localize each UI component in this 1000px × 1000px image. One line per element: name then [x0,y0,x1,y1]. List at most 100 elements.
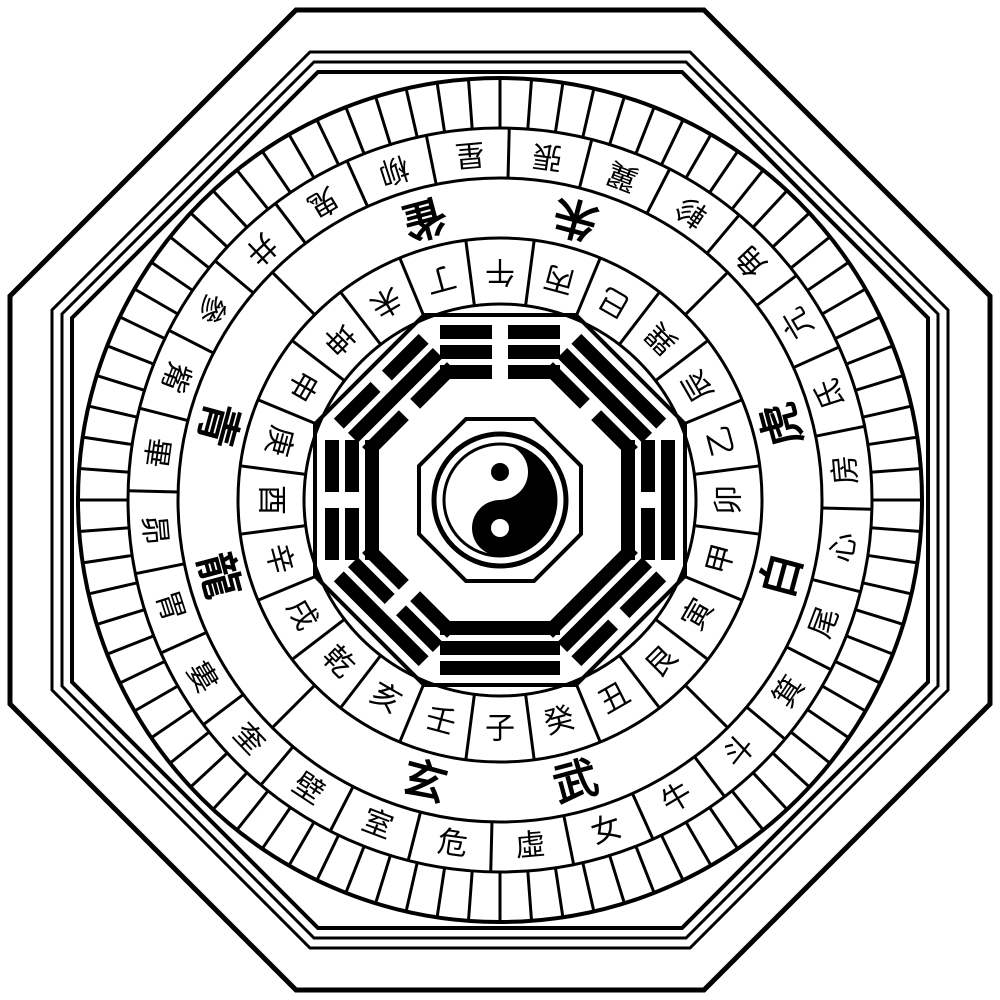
mansion-divider [345,160,369,208]
direction-label: 寅 [676,593,721,636]
mansion-label: 斗 [716,728,762,774]
mansion-label: 翼 [603,154,643,197]
direction-divider [257,398,320,427]
mansion-label: 昴 [136,514,173,547]
tick-mark [96,374,145,392]
tick-mark [870,466,921,474]
tick-mark [834,660,881,685]
tick-mark [106,344,155,366]
trigram-solid-line [557,557,653,653]
trigram-marks [325,325,675,675]
direction-divider [654,618,709,661]
trigram-li-icon [621,440,675,560]
tick-mark [374,855,392,904]
direction-divider [339,654,382,709]
direction-label: 癸 [540,700,578,742]
direction-divider [524,240,536,306]
trigram-broken-line [571,619,619,667]
tick-mark [708,806,739,850]
mansion-divider [821,506,872,511]
tick-mark [789,235,831,270]
trigram-solid-line [365,440,379,560]
beast-divider [271,684,316,729]
direction-label: 壬 [422,700,460,742]
tick-mark [211,771,249,811]
tick-mark [466,79,474,130]
trigram-broken-line [543,362,590,409]
tick-mark [581,88,596,138]
mansion-divider [160,631,208,655]
direction-divider [573,257,602,320]
mansion-label: 牛 [655,776,699,821]
tick-mark [821,684,867,713]
trigram-broken-line [325,440,339,492]
direction-divider [694,524,760,536]
tick-mark [806,261,850,292]
mansion-divider [811,578,861,594]
trigram-solid-line [571,333,667,429]
direction-label: 子 [485,712,515,747]
trigram-dui-icon [543,543,667,667]
direction-label: 庚 [258,422,300,460]
trigram-broken-line [333,381,381,429]
direction-label: 亥 [364,676,407,721]
mansion-divider [489,821,494,872]
tick-mark [82,553,133,565]
tick-mark [771,211,811,249]
direction-divider [398,257,427,320]
mansion-label: 角 [728,238,774,284]
trigram-broken-line [410,362,457,409]
trigram-solid-line [347,347,443,443]
tick-mark [634,845,656,894]
mansion-label: 房 [827,453,864,486]
tick-mark [133,684,179,713]
tick-mark [581,862,596,912]
tick-mark [771,751,811,789]
direction-divider [240,464,306,476]
direction-label: 丑 [593,676,636,721]
beast-divider [684,684,729,729]
trigram-gen-icon [333,543,457,667]
direction-divider [654,339,709,382]
tick-mark [79,526,130,534]
mansion-label: 尾 [803,603,846,643]
direction-divider [680,398,743,427]
tick-mark [133,287,179,316]
tick-mark [684,133,713,179]
tick-mark [82,435,133,447]
tick-mark [88,581,138,596]
tick-mark [730,789,765,831]
mansion-label: 亢 [776,301,821,345]
tick-mark [845,634,894,656]
mansion-dividers [128,128,872,872]
trigram-broken-line [440,325,492,339]
beast-black-tortoise-char: 武 [548,752,604,813]
tick-mark [834,315,881,340]
direction-divider [291,339,346,382]
tick-mark [169,730,211,765]
mansion-divider [328,785,355,832]
trigram-solid-line [333,571,429,667]
tick-mark [119,315,166,340]
tick-mark [526,79,534,130]
direction-dividers [240,240,760,760]
direction-divider [464,694,476,760]
mansion-label: 張 [530,137,565,176]
direction-label: 午 [485,254,515,289]
trigram-kan-icon [333,333,457,457]
mansion-label: 危 [435,824,470,863]
tick-mark [862,404,912,419]
tick-mark [553,82,565,133]
mansion-label: 軫 [670,188,714,234]
mansion-divider [128,489,179,494]
mansion-label: 室 [357,803,397,846]
tick-mark [79,466,130,474]
beast-vermilion-bird-char: 雀 [397,188,453,249]
direction-label: 辰 [676,364,721,407]
mansion-label: 壁 [286,766,330,812]
direction-divider [398,680,427,743]
tick-mark [870,526,921,534]
direction-label: 酉 [254,485,289,515]
tick-mark [751,189,789,229]
tick-mark [344,845,366,894]
